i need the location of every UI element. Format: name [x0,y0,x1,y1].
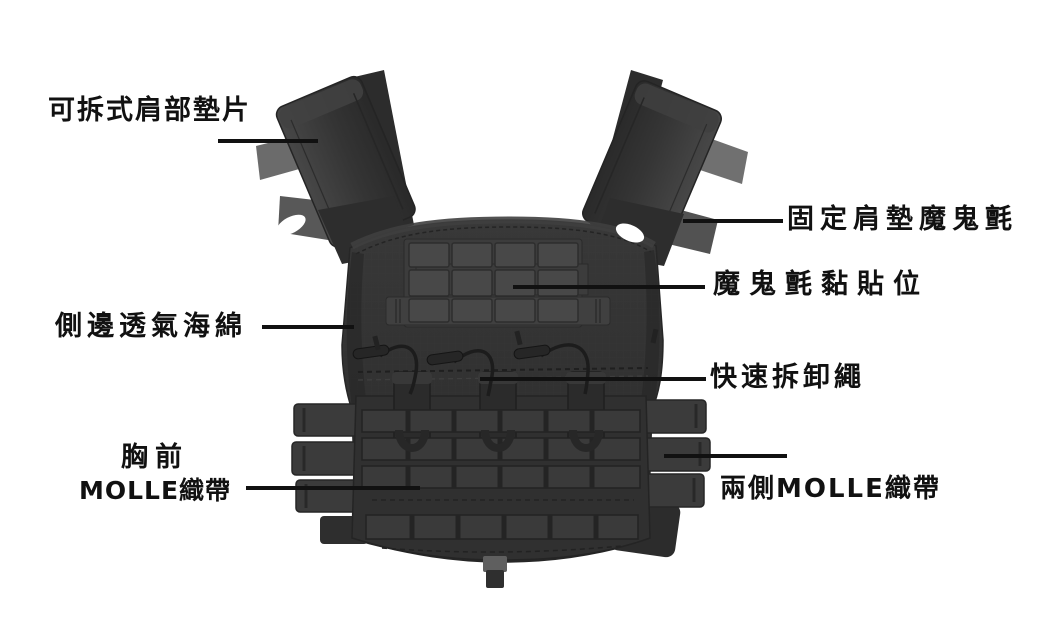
leader-line-chest-molle [246,486,420,490]
label-quick-release-cord: 快速拆卸繩 [710,362,865,393]
leader-line-quick-release-cord [480,377,706,381]
label-side-breathable-foam: 側邊透氣海綿 [55,311,247,342]
leader-line-shoulder-pad-velcro [683,219,783,223]
leader-line-side-molle [664,454,787,458]
quick-release-cords [352,328,659,397]
label-shoulder-pad-velcro: 固定肩墊魔鬼氈 [787,204,1018,235]
bottom-tab [483,556,507,588]
label-side-molle: 兩側MOLLE織帶 [720,474,941,504]
pouch-elastic-loops [395,429,603,452]
leader-line-velcro-patch-area [513,285,705,289]
label-chest-molle-line2: MOLLE織帶 [78,475,232,505]
leader-line-removable-shoulder-pad [218,139,318,143]
label-removable-shoulder-pad: 可拆式肩部墊片 [48,95,251,126]
velcro-panel [385,238,611,328]
label-chest-molle: 胸前 MOLLE織帶 [60,443,250,504]
leader-line-side-breathable-foam [262,325,354,329]
label-velcro-patch-area: 魔鬼氈黏貼位 [713,269,929,300]
label-chest-molle-line1: 胸前 [121,442,189,473]
